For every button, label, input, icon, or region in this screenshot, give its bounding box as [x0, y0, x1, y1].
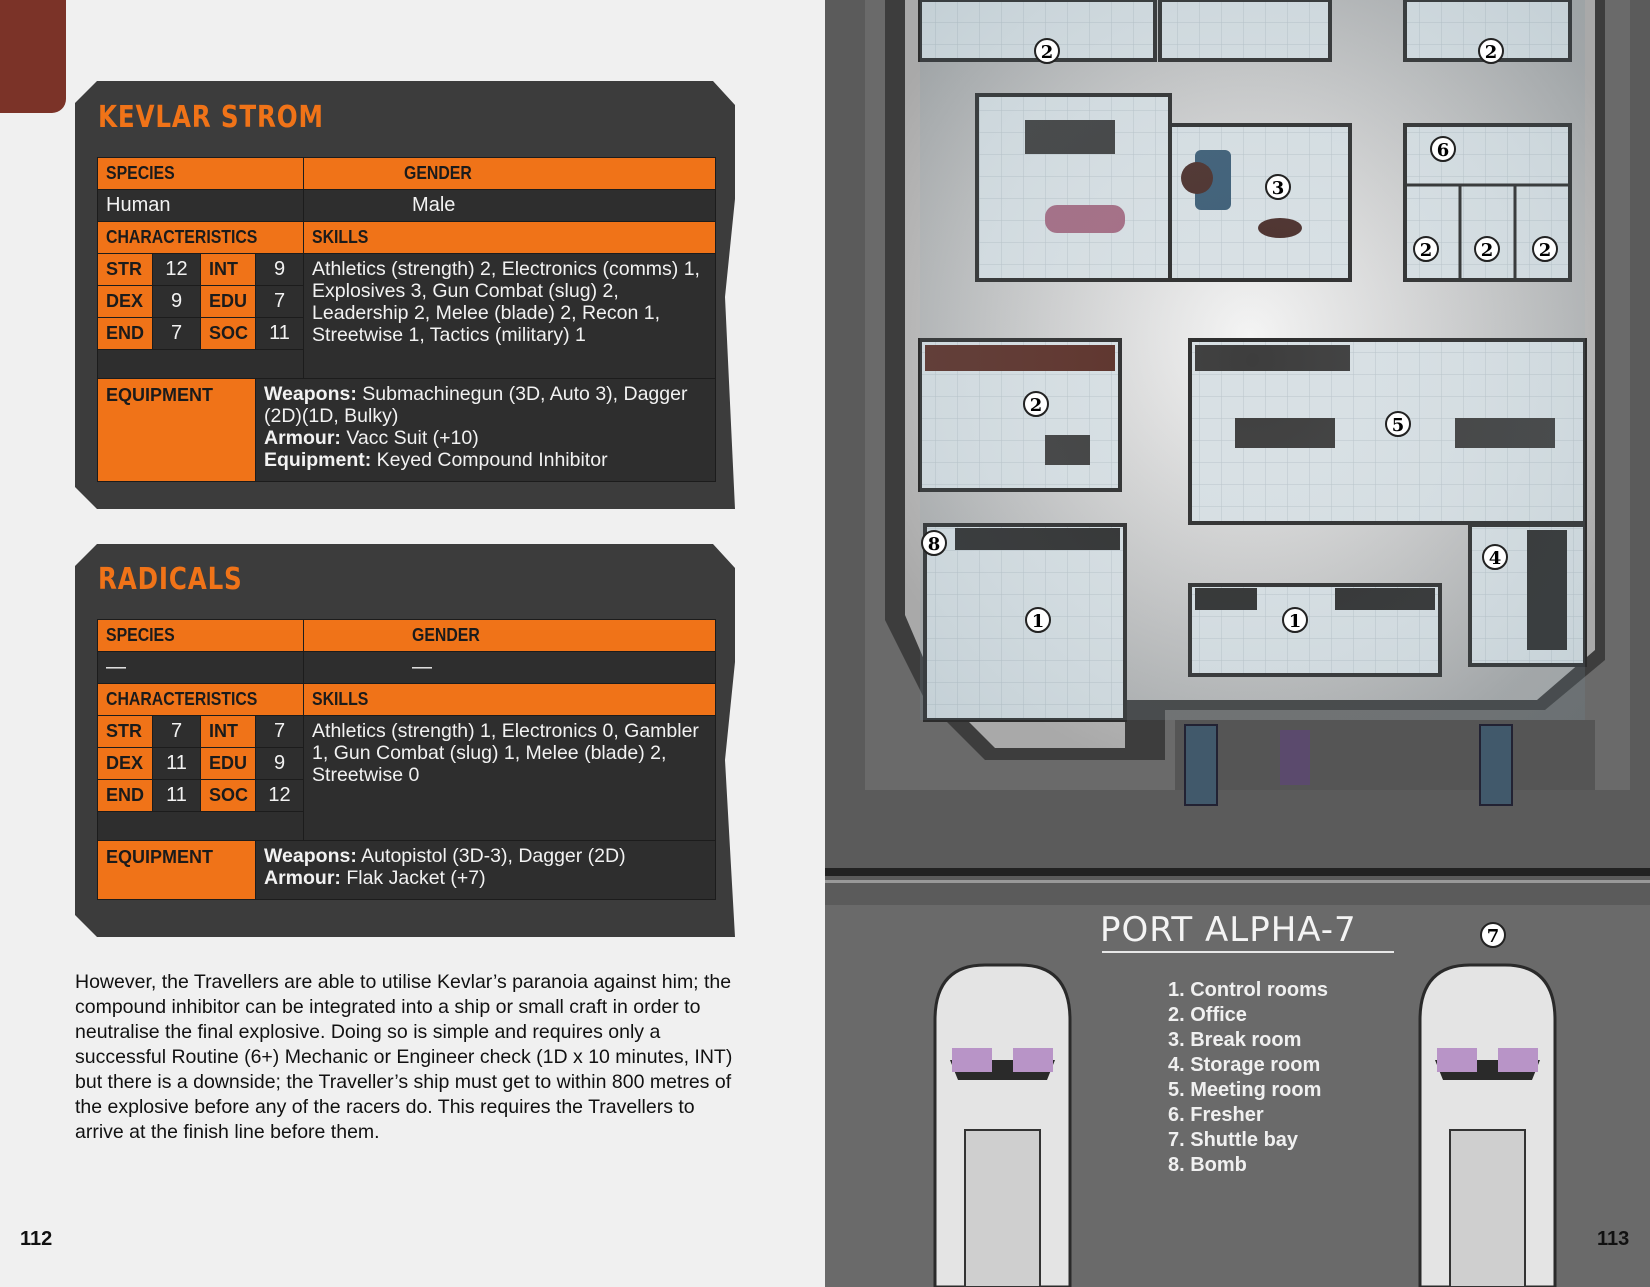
stat-label: INT — [200, 715, 256, 748]
equipment-label: EQUIPMENT — [97, 840, 256, 900]
stat-label: EDU — [200, 747, 256, 780]
marker-1: 1 — [1282, 607, 1308, 633]
legend-item: 8. Bomb — [1168, 1154, 1247, 1176]
stat-label: EDU — [200, 285, 256, 318]
shuttle-right — [1418, 963, 1557, 1287]
legend-item: 3. Break room — [1168, 1029, 1302, 1051]
gender-label: GENDER — [404, 163, 472, 183]
legend-item: 7. Shuttle bay — [1168, 1129, 1299, 1151]
species-value: Human — [96, 189, 305, 222]
stat-value: 7 — [254, 285, 305, 318]
stat-label: END — [97, 317, 153, 350]
species-label: SPECIES — [106, 163, 175, 183]
stat-label: STR — [97, 253, 153, 286]
shuttle-left — [933, 963, 1072, 1287]
stat-value: 12 — [254, 779, 305, 812]
marker-1: 1 — [1025, 607, 1051, 633]
parking-area — [1175, 720, 1595, 806]
stat-value: 11 — [152, 747, 201, 780]
marker-2: 2 — [1023, 391, 1049, 417]
svg-text:6: 6 — [1437, 140, 1450, 161]
map-legend: 1. Control rooms 2. Office 3. Break room… — [1168, 978, 1328, 1178]
map-page: 2 2 3 6 2 2 2 2 5 8 1 1 4 7 — [825, 0, 1650, 1287]
stat-label: DEX — [97, 285, 153, 318]
species-value: — — [96, 651, 305, 684]
skills-text: Athletics (strength) 2, Electronics (com… — [303, 253, 717, 379]
legend-item: 2. Office — [1168, 1004, 1247, 1026]
marker-2: 2 — [1413, 236, 1439, 262]
page-tab-marker — [0, 0, 66, 113]
statblock-title: RADICALS — [98, 562, 243, 597]
statblock-table: SPECIES GENDER Human Male CHARACTERISTIC… — [96, 157, 717, 482]
marker-2: 2 — [1478, 38, 1504, 64]
svg-text:5: 5 — [1392, 415, 1405, 436]
marker-4: 4 — [1482, 544, 1508, 570]
characteristics-label: CHARACTERISTICS — [106, 689, 258, 709]
marker-2: 2 — [1532, 236, 1558, 262]
stat-value: 9 — [254, 747, 305, 780]
svg-text:2: 2 — [1041, 42, 1054, 63]
marker-8: 8 — [921, 530, 947, 556]
svg-text:7: 7 — [1487, 926, 1500, 947]
equipment-text: Weapons: Submachinegun (3D, Auto 3), Dag… — [254, 378, 717, 482]
stat-value: 11 — [254, 317, 305, 350]
marker-3: 3 — [1265, 174, 1291, 200]
marker-2: 2 — [1034, 38, 1060, 64]
statblock-title: KEVLAR STROM — [98, 100, 324, 135]
gender-value: Male — [303, 189, 717, 222]
port-map: 2 2 3 6 2 2 2 2 5 8 1 1 4 7 — [825, 0, 1650, 1287]
marker-7: 7 — [1480, 922, 1506, 948]
gender-label: GENDER — [412, 625, 480, 645]
legend-item: 1. Control rooms — [1168, 979, 1329, 1001]
stat-label: END — [97, 779, 153, 812]
svg-text:2: 2 — [1539, 240, 1552, 261]
equipment-text: Weapons: Autopistol (3D-3), Dagger (2D) … — [254, 840, 717, 900]
stat-label: DEX — [97, 747, 153, 780]
stat-label: INT — [200, 253, 256, 286]
map-title: PORT ALPHA-7 — [1100, 910, 1357, 950]
marker-6: 6 — [1430, 136, 1456, 162]
svg-text:2: 2 — [1481, 240, 1494, 261]
page-number-left: 112 — [20, 1228, 53, 1250]
equipment-label: EQUIPMENT — [97, 378, 256, 482]
marker-5: 5 — [1385, 411, 1411, 437]
skills-text: Athletics (strength) 1, Electronics 0, G… — [303, 715, 717, 841]
stat-value: 7 — [152, 317, 201, 350]
svg-text:2: 2 — [1485, 42, 1498, 63]
stat-value: 12 — [152, 253, 201, 286]
stat-value: 11 — [152, 779, 201, 812]
statblock-table: SPECIES GENDER — — CHARACTERISTICS SKILL… — [96, 619, 717, 900]
svg-text:1: 1 — [1032, 611, 1045, 632]
svg-text:1: 1 — [1289, 611, 1302, 632]
gender-value: — — [303, 651, 717, 684]
species-label: SPECIES — [106, 625, 175, 645]
stat-value: 9 — [152, 285, 201, 318]
stat-value: 7 — [254, 715, 305, 748]
skills-label: SKILLS — [312, 227, 369, 247]
marker-2: 2 — [1474, 236, 1500, 262]
legend-item: 4. Storage room — [1168, 1054, 1321, 1076]
svg-text:4: 4 — [1489, 548, 1502, 569]
stat-value: 7 — [152, 715, 201, 748]
characteristics-label: CHARACTERISTICS — [106, 227, 258, 247]
stat-label: STR — [97, 715, 153, 748]
stat-label: SOC — [200, 317, 256, 350]
svg-text:8: 8 — [928, 534, 941, 555]
skills-label: SKILLS — [312, 689, 369, 709]
legend-item: 5. Meeting room — [1168, 1079, 1322, 1101]
stat-label: SOC — [200, 779, 256, 812]
svg-text:2: 2 — [1030, 395, 1043, 416]
page-number-right: 113 — [1597, 1228, 1630, 1250]
svg-text:3: 3 — [1272, 178, 1285, 199]
legend-item: 6. Fresher — [1168, 1104, 1264, 1126]
body-paragraph: However, the Travellers are able to util… — [75, 971, 733, 1143]
stat-value: 9 — [254, 253, 305, 286]
map-title-rule — [1102, 951, 1394, 953]
svg-text:2: 2 — [1420, 240, 1433, 261]
